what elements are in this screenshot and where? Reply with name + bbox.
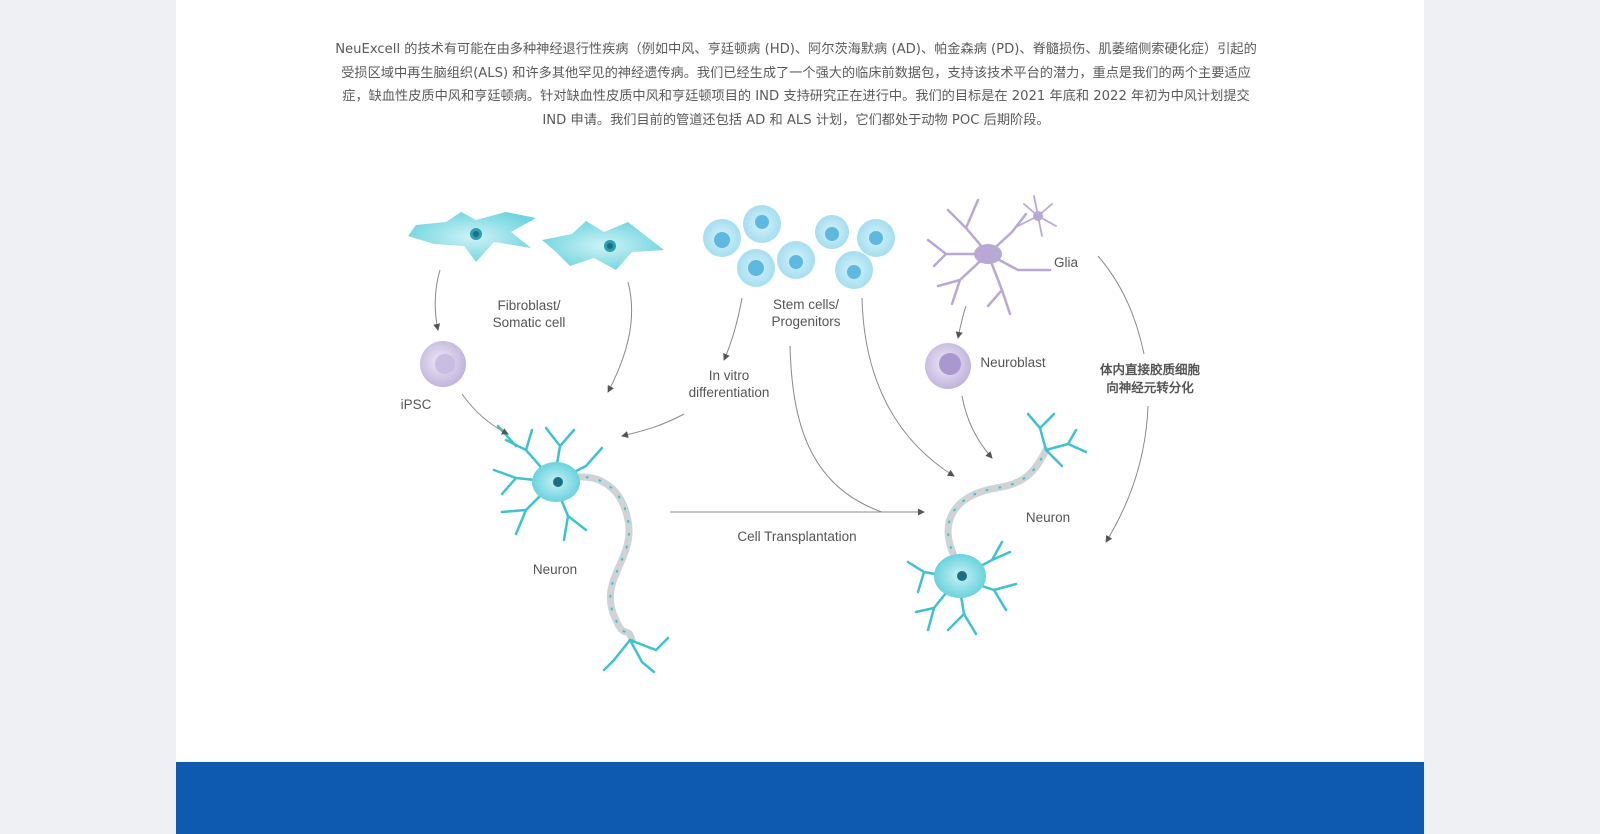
label-invitro-line1: In vitro <box>709 368 750 383</box>
neuron-regeneration-diagram: Fibroblast/ Somatic cell iPSC Stem cells… <box>401 195 1201 674</box>
glia-cell <box>926 195 1057 316</box>
footer-bar <box>176 762 1424 834</box>
label-neuroblast: Neuroblast <box>980 355 1046 370</box>
label-direct-conversion-line2: 向神经元转分化 <box>1106 380 1194 395</box>
intro-paragraph: NeuExcell 的技术有可能在由多种神经退行性疾病（例如中风、亨廷顿病 (H… <box>335 42 1257 128</box>
label-stem-line2: Progenitors <box>771 314 840 329</box>
label-ipsc: iPSC <box>401 397 432 412</box>
label-neuron-right: Neuron <box>1026 510 1070 525</box>
label-glia: Glia <box>1054 255 1078 270</box>
fibroblast-cell-2 <box>542 221 664 270</box>
ipsc-cell <box>420 341 466 387</box>
label-fibroblast-line1: Fibroblast/ <box>497 298 560 313</box>
label-stem-line1: Stem cells/ <box>773 297 839 312</box>
pathway-arrows <box>433 255 1149 543</box>
fibroblast-cell-1 <box>408 212 536 262</box>
label-neuron-left: Neuron <box>533 562 577 577</box>
page-content: NeuExcell 的技术有可能在由多种神经退行性疾病（例如中风、亨廷顿病 (H… <box>176 0 1424 834</box>
neuron-right <box>906 412 1088 636</box>
label-cell-transplantation: Cell Transplantation <box>737 529 856 544</box>
stem-cells-cluster <box>703 205 895 289</box>
neuroblast-cell <box>925 343 971 389</box>
label-invitro-line2: differentiation <box>689 385 770 400</box>
neuron-left <box>492 424 670 674</box>
label-fibroblast-line2: Somatic cell <box>493 315 566 330</box>
label-direct-conversion-line1: 体内直接胶质细胞 <box>1100 362 1201 377</box>
